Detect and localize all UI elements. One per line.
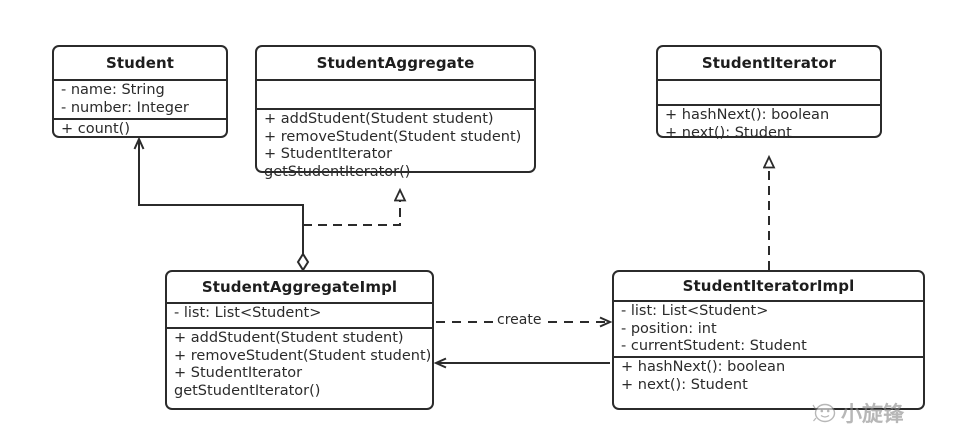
class-attributes-student-iterator <box>658 79 880 104</box>
attribute-row: - position: int <box>621 320 717 337</box>
method-row: + StudentIterator getStudentIterator() <box>264 146 411 180</box>
class-methods-student-aggregate: + addStudent(Student student) + removeSt… <box>257 108 534 180</box>
class-box-student[interactable]: Student - name: String - number: Integer… <box>52 45 228 138</box>
class-box-student-iterator[interactable]: StudentIterator + hashNext(): boolean + … <box>656 45 882 141</box>
method-row: + next(): Student <box>621 376 748 393</box>
attribute-row: - list: List<Student> <box>174 305 322 321</box>
class-box-student-aggregate[interactable]: StudentAggregate + addStudent(Student st… <box>255 45 536 180</box>
attribute-row: - number: Integer <box>61 99 189 116</box>
attribute-row: - name: String <box>61 82 165 98</box>
method-row: + count() <box>61 121 130 137</box>
method-row: + StudentIterator getStudentIterator() <box>174 365 321 399</box>
class-methods-student-aggregate-impl: + addStudent(Student student) + removeSt… <box>167 327 432 408</box>
class-box-student-iterator-impl[interactable]: StudentIteratorImpl - list: List<Student… <box>612 270 925 410</box>
class-attributes-student: - name: String - number: Integer <box>54 79 226 118</box>
method-row: + removeStudent(Student student) <box>174 347 432 364</box>
attribute-row: - list: List<Student> <box>621 303 769 319</box>
class-box-student-aggregate-impl[interactable]: StudentAggregateImpl - list: List<Studen… <box>165 270 434 410</box>
method-row: + addStudent(Student student) <box>264 111 494 127</box>
attribute-row: - currentStudent: Student <box>621 338 807 354</box>
method-row: + removeStudent(Student student) <box>264 128 522 145</box>
class-methods-student: + count() <box>54 118 226 140</box>
class-title-student-iterator-impl: StudentIteratorImpl <box>682 277 855 295</box>
method-row: + addStudent(Student student) <box>174 330 404 346</box>
edge-label-create: create <box>494 312 545 328</box>
class-methods-student-iterator-impl: + hashNext(): boolean + next(): Student <box>614 356 923 408</box>
method-row: + hashNext(): boolean <box>621 359 786 375</box>
class-title-student-aggregate-impl: StudentAggregateImpl <box>201 278 398 296</box>
class-attributes-student-aggregate <box>257 79 534 108</box>
class-title-student-aggregate: StudentAggregate <box>316 54 475 72</box>
edge-aggregateimpl-realizes-aggregate <box>303 190 400 226</box>
class-attributes-student-iterator-impl: - list: List<Student> - position: int - … <box>614 300 923 356</box>
method-row: + hashNext(): boolean <box>665 107 830 123</box>
class-methods-student-iterator: + hashNext(): boolean + next(): Student <box>658 104 880 141</box>
class-attributes-student-aggregate-impl: - list: List<Student> <box>167 302 432 327</box>
class-title-student: Student <box>105 54 175 72</box>
method-row: + next(): Student <box>665 124 792 141</box>
class-title-student-iterator: StudentIterator <box>701 54 837 72</box>
